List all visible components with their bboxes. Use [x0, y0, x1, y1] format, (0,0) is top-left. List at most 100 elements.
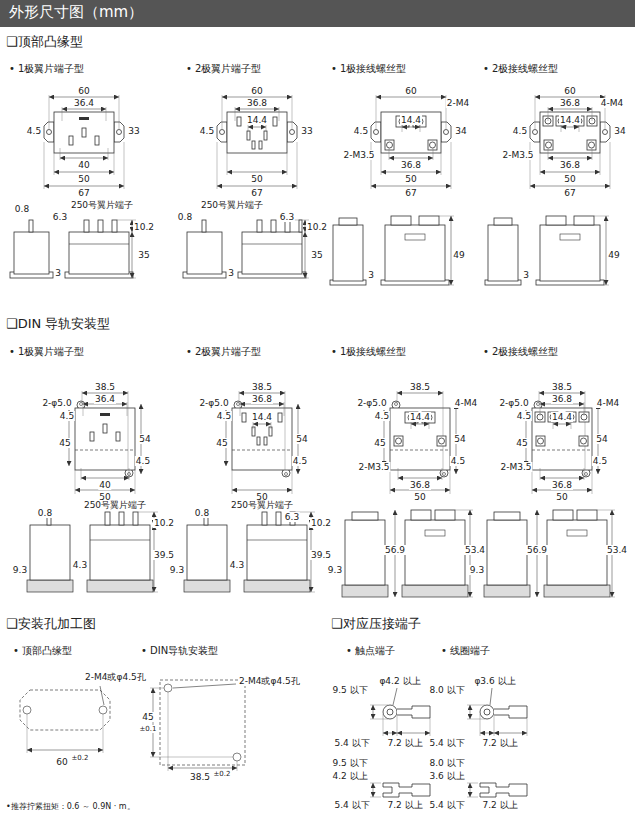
dimension-label: 49	[607, 250, 620, 260]
section-heading: ❑安装孔加工图	[5, 617, 97, 632]
dimension-label: 54	[453, 434, 466, 444]
dimension-label: 45	[215, 438, 228, 448]
sub-heading: • DIN导轨安装型	[140, 645, 219, 657]
dimension-label: 6.3	[279, 212, 295, 222]
dimension-label: 4.5	[516, 411, 532, 421]
dimension-label: 50	[77, 174, 90, 184]
dimension-label: 9.3	[12, 565, 28, 575]
sub-heading: • 线圈端子	[440, 645, 491, 657]
dimension-label: 67	[404, 188, 417, 198]
dimension-label: 67	[77, 188, 90, 198]
note-text: •推荐拧紧扭矩：0.6 ～ 0.9N · m。	[5, 802, 136, 811]
dimension-label: 36.8	[409, 480, 431, 490]
dimension-label: 3	[522, 270, 530, 280]
dimension-label: 0.8	[194, 508, 210, 518]
dimension-label: 50	[563, 174, 576, 184]
dimension-label: 36.8	[246, 98, 268, 108]
dimension-label: 60	[404, 86, 417, 96]
dimension-label: 0.8	[37, 508, 53, 518]
dimension-label: 2-φ5.0	[198, 398, 229, 408]
dimension-label: 4-M4	[600, 98, 624, 108]
sub-heading: • 2极翼片端子型	[185, 346, 262, 358]
dimension-label: 36.8	[559, 160, 581, 170]
dimension-label: 4-M4	[454, 398, 478, 408]
dimension-label: 14.4	[246, 115, 268, 125]
tolerance-label: ±0.2	[213, 770, 232, 778]
dimension-label: 56.9	[526, 545, 548, 555]
dimension-label: 2-M3.5	[342, 150, 375, 160]
title-band	[0, 0, 635, 27]
dimension-label: 50	[555, 492, 568, 502]
dimension-label: 4.5	[512, 126, 528, 136]
dimension-label: 9.5 以下	[331, 758, 368, 768]
dimension-label: 4.5	[59, 411, 75, 421]
dimension-label: 7.2 以上	[481, 800, 518, 810]
dimension-label: 2-M3.5	[501, 150, 534, 160]
dimension-label: 14.4	[400, 115, 422, 125]
callout-label: 2-M4或φ4.5孔	[238, 676, 301, 686]
dimension-label: 4.5	[374, 411, 390, 421]
dimension-label: 4.3	[72, 560, 88, 570]
dimension-label: 53.4	[464, 545, 486, 555]
sub-heading: • 2极接线螺丝型	[482, 346, 559, 358]
dimension-label: 2-φ5.0	[356, 398, 387, 408]
dimension-label: 5.4 以下	[428, 800, 465, 810]
dimension-label: 5.4 以下	[333, 800, 370, 810]
page-title: 外形尺寸图（mm）	[8, 4, 144, 21]
dimension-label: 40	[77, 160, 90, 170]
dimension-label: 4.5	[353, 126, 369, 136]
dimension-label: 9.3	[169, 565, 185, 575]
dimension-label: 3	[367, 270, 375, 280]
dimension-label: 10.2	[133, 222, 155, 232]
sub-heading: • 2极翼片端子型	[185, 63, 262, 75]
dimension-label: 36.4	[94, 394, 116, 404]
dimension-label: 45	[58, 438, 71, 448]
dimension-label: 45	[373, 438, 386, 448]
dimension-label: 10.2	[306, 222, 328, 232]
dimension-label: 67	[250, 188, 263, 198]
dimension-label: 6.3	[284, 512, 300, 522]
dimension-label: 39.5	[310, 550, 332, 560]
dimension-label: 45	[515, 438, 528, 448]
sub-heading: • 顶部凸缘型	[12, 645, 73, 657]
dimension-label: 36.4	[73, 98, 95, 108]
dimension-label: 54	[295, 434, 308, 444]
dimension-label: 36.8	[400, 160, 422, 170]
dimension-label: 53.4	[606, 545, 628, 555]
dimension-label: 9.5 以下	[331, 685, 368, 695]
dimension-label: 67	[563, 188, 576, 198]
dimension-label: 60	[77, 86, 90, 96]
tolerance-label: ±0.2	[71, 754, 90, 762]
dimension-label: 4.3	[229, 560, 245, 570]
dimension-label: 4.2 以上	[331, 771, 368, 781]
dimension-label: 38.5	[94, 382, 116, 392]
dimension-label: 4.5	[199, 126, 215, 136]
dimension-label: 35	[310, 250, 323, 260]
sub-heading: • 触点端子	[345, 645, 396, 657]
dimension-label: 34	[454, 126, 467, 136]
dimension-label: φ3.6 以上	[473, 676, 516, 686]
dimension-label: 4.5	[592, 456, 608, 466]
dimension-label: 45	[141, 712, 154, 722]
dimension-label: 3	[227, 268, 235, 278]
sub-heading: • 1极翼片端子型	[8, 346, 85, 358]
dimension-label: 38.5	[551, 382, 573, 392]
dimension-label: 5.4 以下	[333, 738, 370, 748]
dimension-label: 7.2 以上	[386, 738, 423, 748]
dimension-label: 2-M3.5	[357, 462, 390, 472]
dimension-label: 50	[404, 174, 417, 184]
dimension-label: 50	[413, 492, 426, 502]
sub-heading: • 1极接线螺丝型	[330, 346, 407, 358]
dimension-label: 39.5	[153, 550, 175, 560]
section-heading: ❑DIN 导轨安装型	[5, 317, 111, 332]
dimension-label: 35	[137, 250, 150, 260]
dimension-label: 2-M3.5	[499, 462, 532, 472]
dimension-label: 0.8	[177, 212, 193, 222]
dimension-label: 38.5	[251, 382, 273, 392]
dimension-label: 0.8	[14, 204, 30, 214]
dimension-label: 9.3	[469, 565, 485, 575]
dimension-label: 34	[613, 126, 626, 136]
dimension-label: 7.2 以上	[481, 738, 518, 748]
